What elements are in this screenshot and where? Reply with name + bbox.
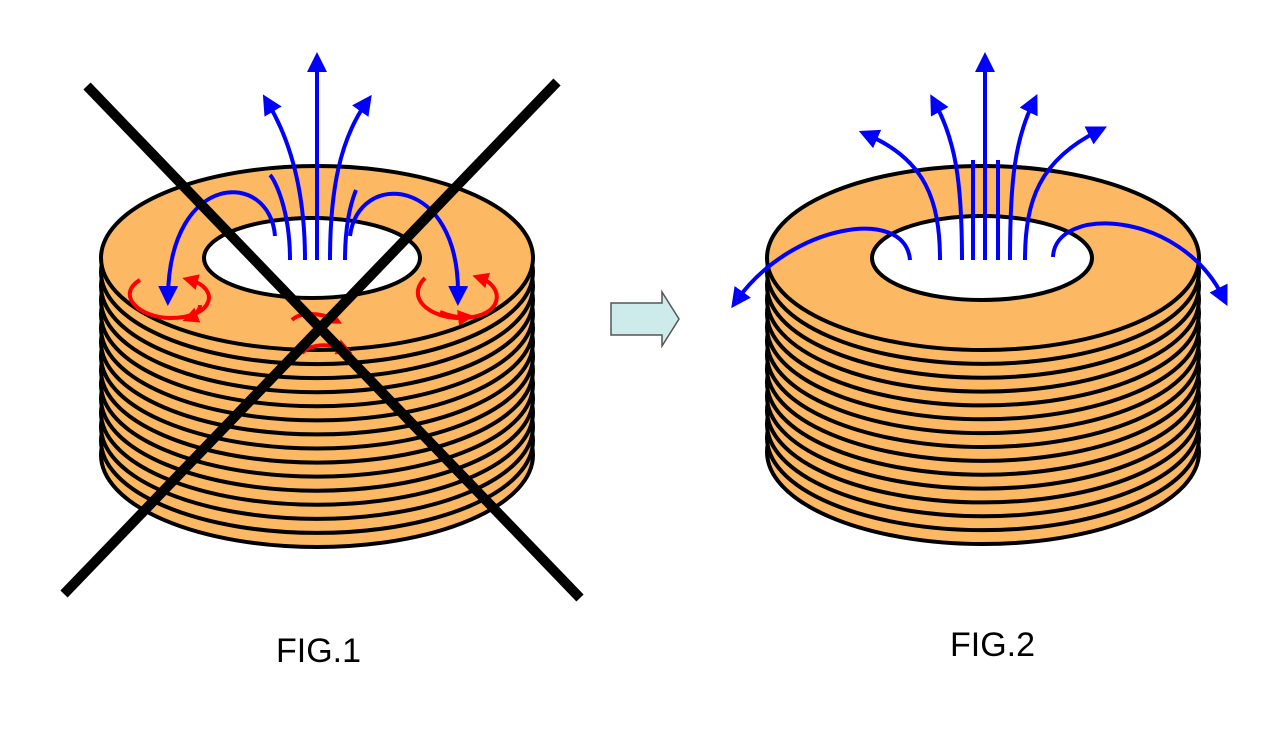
- fig2-flux-arrow: [1023, 126, 1107, 261]
- fig1-flux-arrow: [348, 191, 469, 306]
- fig2-flux-arrow: [731, 226, 912, 309]
- fig2-caption: FIG.2: [950, 626, 1036, 664]
- transition-arrow: [610, 289, 680, 349]
- fig1-eddy-loop-left: [127, 274, 211, 321]
- fig1-cross-out: [60, 78, 584, 602]
- fig1-eddy-loop-left: [182, 304, 202, 323]
- fig2-flux-arrow: [1051, 221, 1228, 306]
- fig1-coil: [60, 52, 584, 602]
- fig2-flux-arrow: [1008, 94, 1038, 261]
- fig1-flux-arrow: [158, 190, 277, 306]
- fig1-flux-line: [268, 173, 292, 261]
- fig1-flux-arrow: [262, 94, 307, 261]
- fig1-caption: FIG.1: [276, 632, 362, 670]
- fig1-flux-line: [343, 189, 358, 261]
- fig1-flux-lines: [158, 52, 469, 306]
- fig2-flux-arrow: [858, 129, 942, 261]
- fig1-eddy-loop-right: [439, 310, 474, 326]
- fig2-flux-lines: [731, 52, 1228, 309]
- fig2-coil: [731, 52, 1228, 546]
- fig2-flux-arrow: [930, 94, 964, 261]
- fig1-flux-arrow: [328, 94, 372, 261]
- fig2-center-hole: [870, 214, 1094, 302]
